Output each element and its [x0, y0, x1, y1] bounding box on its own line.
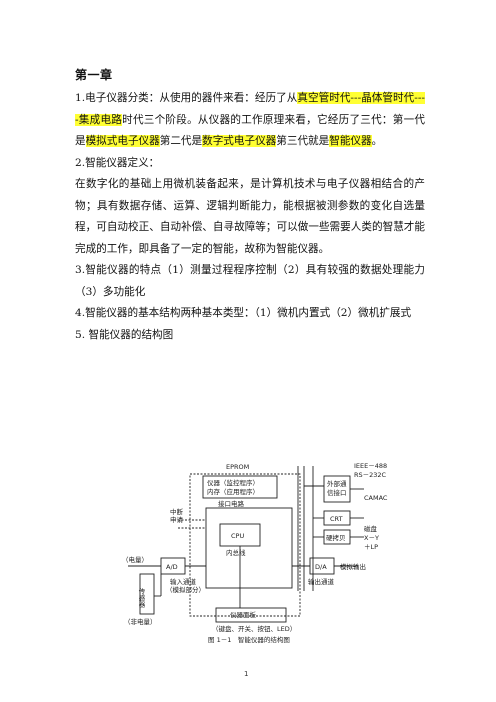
- ext-interface-label-2: 信接口: [327, 488, 347, 497]
- paragraph-structure-diagram-title: 5. 智能仪器的结构图: [75, 328, 174, 341]
- xy-label: X－Y: [364, 534, 379, 542]
- sensor-box: [139, 573, 155, 615]
- output-channel-label: 输出通道: [308, 577, 335, 586]
- sensor-label: 传感器: [137, 587, 145, 609]
- memory-box: [202, 475, 278, 499]
- text-run: 时代三个阶段。从仪器的工作原理来看，它经历了三代：第一代是: [75, 113, 425, 148]
- page-number: 1: [244, 670, 249, 678]
- analog-output-label: 模拟输出: [340, 562, 366, 571]
- camac-label: CAMAC: [364, 494, 388, 502]
- ad-label: A/D: [166, 563, 178, 571]
- highlight-intelligent-instrument: 智能仪器: [329, 135, 372, 147]
- da-label: D/A: [315, 563, 327, 571]
- input-channel-label-1: 输入通道: [170, 577, 197, 586]
- text-run: 第三代就是: [276, 135, 330, 147]
- highlight-analog-instrument: 模拟式电子仪器: [85, 135, 160, 147]
- highlight-digital-instrument: 数字式电子仪器: [202, 135, 277, 147]
- figure-caption: 图 1－1 智能仪器的结构图: [208, 635, 290, 644]
- disk-label: 磁盘: [364, 524, 378, 533]
- interface-label: 接口电路: [218, 499, 245, 508]
- lp-label: ＋LP: [364, 543, 378, 551]
- ieee-label: IEEE－488: [354, 462, 387, 470]
- crt-label: CRT: [330, 515, 343, 523]
- interrupt-label-2: 申请: [170, 515, 184, 524]
- paragraph-classification: 1.电子仪器分类：从使用的器件来看：经历了从真空管时代---晶体管时代----集…: [75, 88, 425, 153]
- text-run: 1.电子仪器分类：从使用的器件来看：经历了从: [75, 92, 298, 104]
- electrical-label: （电量）: [122, 555, 148, 564]
- interrupt-label-1: 中断: [170, 507, 184, 516]
- paragraph-features: 3.智能仪器的特点（1）测量过程程序控制（2）具有较强的数据处理能力（3）多功能…: [75, 264, 425, 298]
- paragraph-structure-types: 4.智能仪器的基本结构两种基本类型：（1）微机内置式（2）微机扩展式: [75, 307, 412, 319]
- memory-label-1: 仪器（监控程序）: [207, 478, 259, 487]
- structure-diagram: EPROM 仪器（监控程序） 内存（应用程序） 接口电路 中断 申请 CPU 内…: [108, 456, 443, 644]
- nonelectrical-label: （非电量）: [124, 617, 157, 626]
- ext-interface-label-1: 外部通: [327, 479, 347, 488]
- paragraph-definition-title: 2.智能仪器定义：: [75, 156, 160, 169]
- panel-label: 仪器面板: [230, 610, 257, 619]
- text-run: 。: [371, 135, 383, 147]
- document-body: 1.电子仪器分类：从使用的器件来看：经历了从真空管时代---晶体管时代----集…: [75, 88, 425, 346]
- input-channel-label-2: （模拟部分）: [166, 585, 205, 594]
- chapter-heading: 第一章: [75, 68, 113, 82]
- hardcopy-label: 硬拷贝: [326, 533, 346, 542]
- panel-sub-label: （键盘、开关、按钮、LED）: [212, 624, 296, 633]
- cpu-label: CPU: [231, 532, 244, 540]
- eprom-label: EPROM: [226, 463, 249, 471]
- bus-label: 内总线: [226, 548, 246, 557]
- text-run: 第二代是: [159, 135, 203, 147]
- paragraph-definition: 在数字化的基础上用微机装备起来，是计算机技术与电子仪器相结合的产物；具有数据存储…: [75, 178, 425, 255]
- structure-diagram-svg: EPROM 仪器（监控程序） 内存（应用程序） 接口电路 中断 申请 CPU 内…: [122, 462, 388, 644]
- interface-box: [205, 507, 293, 589]
- memory-label-2: 内存（应用程序）: [207, 487, 259, 496]
- rs232-label: RS－232C: [354, 471, 387, 479]
- panel-box: [215, 607, 287, 623]
